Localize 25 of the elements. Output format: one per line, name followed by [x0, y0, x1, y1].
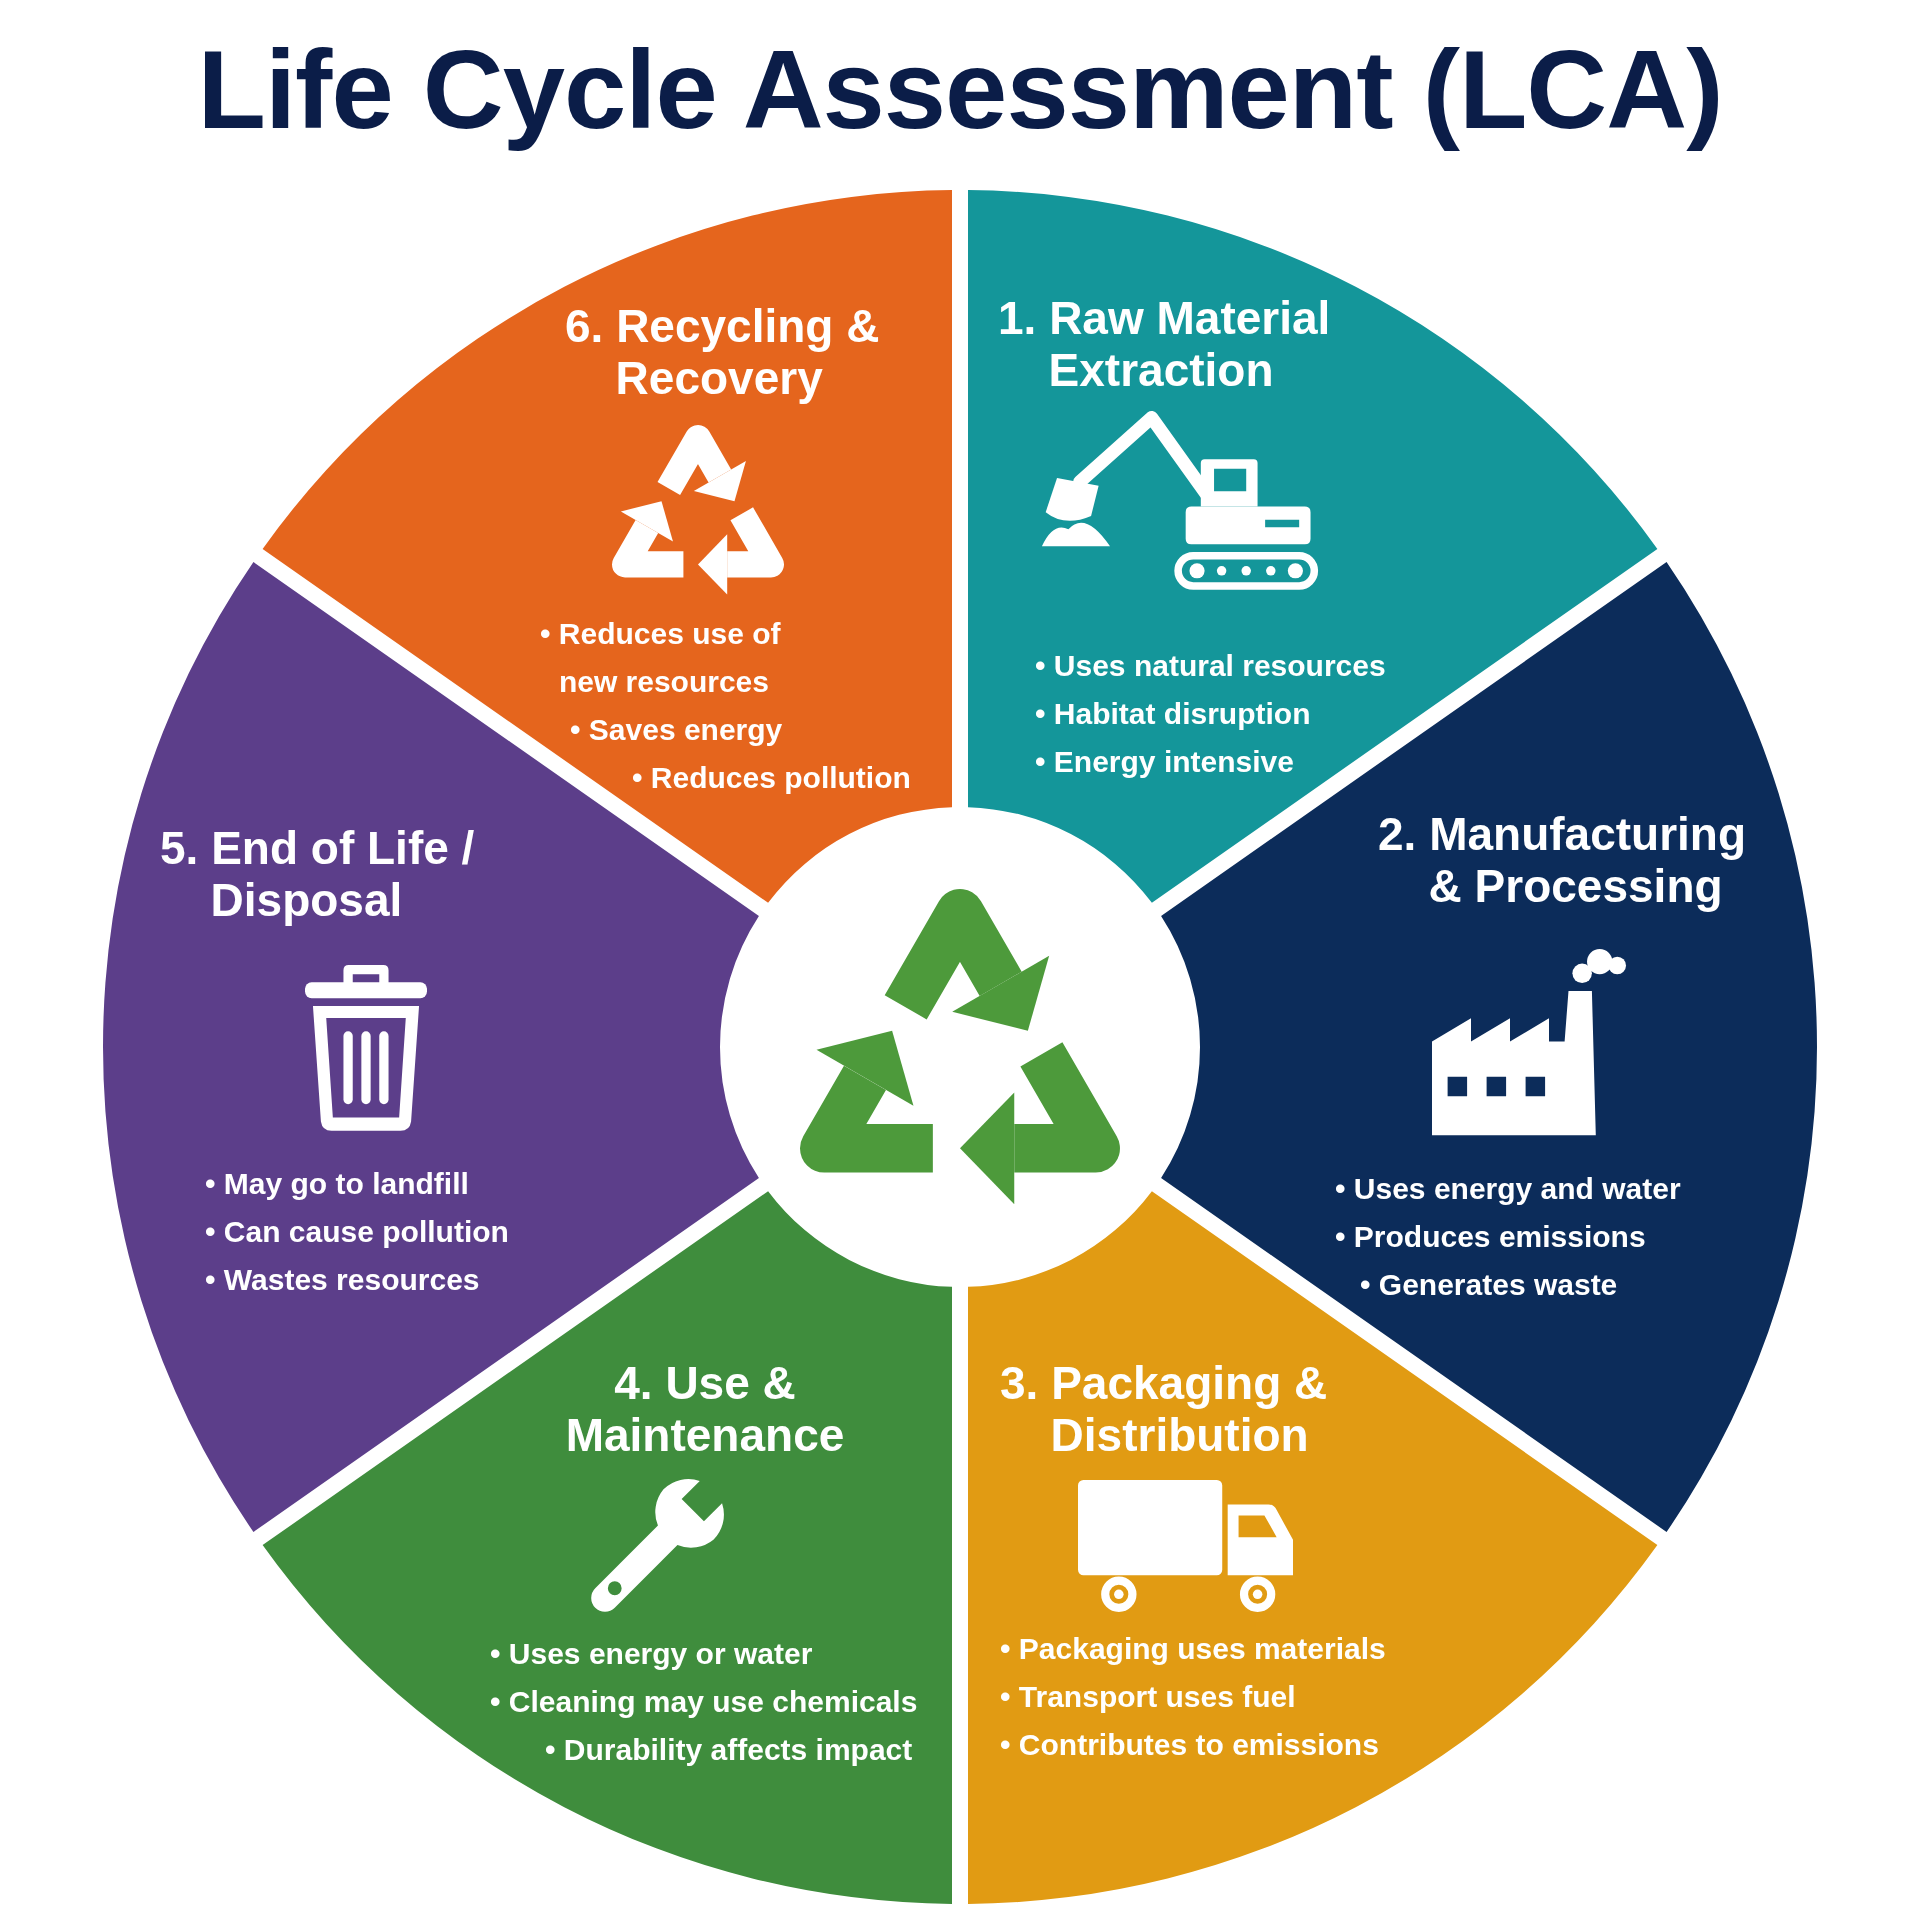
bullet-text: • May go to landfill: [205, 1166, 469, 1202]
bullet-text: • Contributes to emissions: [1000, 1727, 1379, 1763]
bullet-text: • Packaging uses materials: [1000, 1631, 1386, 1667]
segment-heading: 4. Use & Maintenance: [564, 1357, 846, 1461]
bullet-text: • Reduces use of new resources: [540, 616, 782, 700]
bullet-text: • Generates waste: [1360, 1267, 1618, 1303]
bullet-text: • Uses natural resources: [1035, 648, 1386, 684]
bullet-text: • Uses energy or water: [490, 1636, 813, 1672]
segment-heading: 6. Recycling & Recovery: [565, 300, 881, 404]
segment-heading: 1. Raw Material Extraction: [998, 292, 1332, 396]
bullet-text: • Durability affects impact: [545, 1732, 913, 1768]
segment-heading: 5. End of Life / Disposal: [160, 822, 476, 926]
bullet-text: • Transport uses fuel: [1000, 1679, 1296, 1715]
bullet-text: • Produces emissions: [1335, 1219, 1646, 1255]
bullet-text: • Saves energy: [570, 712, 783, 748]
title: Life Cycle Assessment (LCA): [197, 26, 1723, 154]
segment-heading: 3. Packaging & Distribution: [1000, 1357, 1329, 1461]
segment-heading: 2. Manufacturing & Processing: [1378, 808, 1748, 912]
bullet-text: • Wastes resources: [205, 1262, 480, 1298]
bullet-text: • Habitat disruption: [1035, 696, 1311, 732]
bullet-text: • Cleaning may use chemicals: [490, 1684, 918, 1720]
bullet-text: • Uses energy and water: [1335, 1171, 1681, 1207]
bullet-text: • Can cause pollution: [205, 1214, 509, 1250]
bullet-text: • Energy intensive: [1035, 744, 1294, 780]
bullet-text: • Reduces pollution: [632, 760, 911, 796]
